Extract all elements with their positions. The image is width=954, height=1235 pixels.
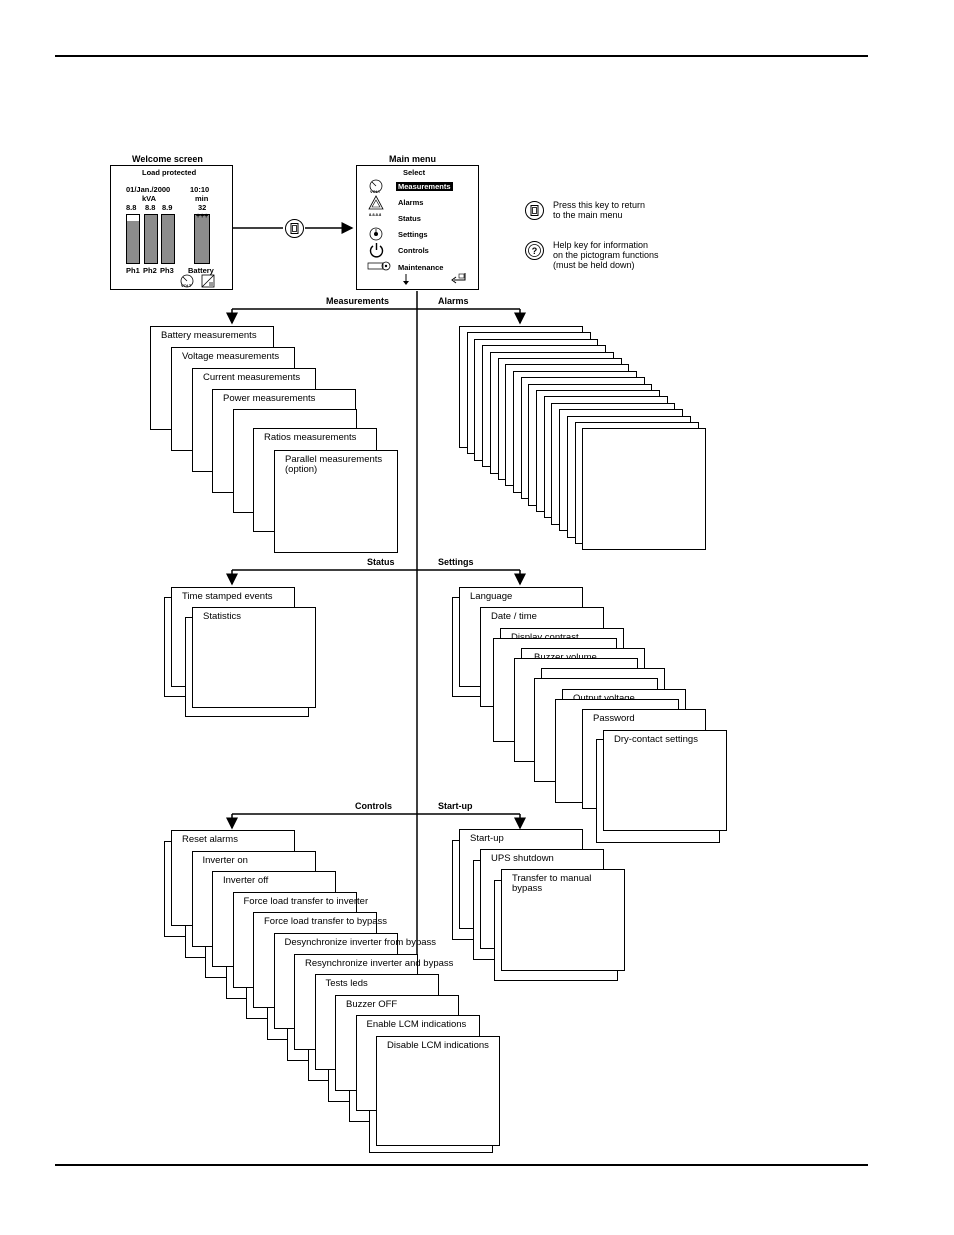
help-key-icon: ? bbox=[525, 241, 544, 260]
menu-item-status[interactable]: Status bbox=[398, 214, 421, 223]
card-label: UPS shutdown bbox=[491, 853, 554, 864]
help-key-legend: Help key for information on the pictogra… bbox=[553, 240, 659, 270]
return-key-legend: Press this key to return to the main men… bbox=[553, 200, 646, 220]
return-key-icon bbox=[285, 219, 304, 238]
branch-startup: Start-up bbox=[438, 801, 473, 811]
card-label: Date / time bbox=[491, 611, 537, 622]
welcome-screen: Load protected 01/Jan./2000 10:10 kVA mi… bbox=[110, 165, 233, 290]
ph3-label: Ph3 bbox=[160, 266, 174, 275]
card-label: Resynchronize inverter and bypass bbox=[305, 957, 454, 969]
card-label: Desynchronize inverter from bypass bbox=[284, 937, 437, 948]
main-menu-title: Main menu bbox=[389, 154, 437, 164]
card-transfer-to-manual-bypass[interactable]: Transfer to manual bypass bbox=[501, 869, 625, 971]
battery-label: Battery bbox=[188, 266, 214, 275]
enter-key-icon bbox=[451, 273, 466, 284]
welcome-status: Load protected bbox=[142, 168, 197, 177]
card-label: Start-up bbox=[470, 833, 504, 844]
battery-bar: +++ bbox=[194, 213, 210, 264]
card-label: Buzzer OFF bbox=[346, 998, 398, 1010]
ph1-value: 8.8 bbox=[126, 203, 137, 212]
card-label: Inverter off bbox=[223, 875, 269, 887]
welcome-kva: kVA bbox=[142, 194, 157, 203]
menu-item-measurements[interactable]: Measurements bbox=[396, 182, 453, 191]
ph3-value: 8.9 bbox=[162, 203, 173, 212]
down-arrow-icon bbox=[403, 274, 409, 285]
branch-controls: Controls bbox=[355, 801, 392, 811]
ph2-bar bbox=[144, 214, 158, 264]
ph3-bar bbox=[161, 214, 175, 264]
card-label: Disable LCM indications bbox=[387, 1040, 489, 1051]
welcome-min: min bbox=[195, 194, 209, 203]
card-label: Inverter on bbox=[202, 854, 248, 866]
ph2-value: 8.8 bbox=[145, 203, 156, 212]
voltmeter-icon bbox=[180, 274, 194, 288]
card-label: Force load transfer to bypass bbox=[264, 916, 388, 928]
card-label: Parallel measurements (option) bbox=[285, 454, 383, 475]
main-menu-select: Select bbox=[403, 168, 426, 177]
card-label: Display contrast bbox=[511, 633, 579, 643]
welcome-date: 01/Jan./2000 bbox=[126, 185, 171, 194]
card-statistics[interactable]: Statistics bbox=[192, 607, 316, 708]
card-label: Power measurements bbox=[223, 393, 316, 404]
card-label: Buzzer volume bbox=[534, 653, 597, 663]
menu-item-controls[interactable]: Controls bbox=[398, 246, 429, 255]
card-label: Time stamped events bbox=[182, 591, 273, 602]
battery-signs: +++ bbox=[196, 213, 209, 220]
menu-item-alarms[interactable]: Alarms bbox=[398, 198, 424, 207]
welcome-time: 10:10 bbox=[190, 185, 210, 194]
power-icon bbox=[369, 243, 384, 258]
alarm-triangle-icon bbox=[368, 195, 384, 210]
ph1-bar bbox=[126, 214, 140, 264]
welcome-volt: VOLT bbox=[181, 283, 192, 288]
card-dry-contact-settings[interactable]: Dry-contact settings bbox=[603, 730, 727, 831]
branch-status: Status bbox=[367, 557, 395, 567]
alarm-screen-front bbox=[582, 428, 707, 551]
card-label: Current measurements bbox=[203, 372, 301, 383]
battery-value: 32 bbox=[198, 203, 207, 212]
return-key-legend-icon bbox=[525, 201, 544, 220]
card-label: Reset alarms bbox=[182, 834, 238, 845]
card-label: Force load transfer to inverter bbox=[243, 895, 369, 907]
battery-gauge-icon bbox=[201, 274, 215, 288]
card-label: Statistics bbox=[203, 611, 242, 622]
card-label: Voltage measurements bbox=[182, 351, 280, 362]
card-label: Enable LCM indications bbox=[366, 1019, 467, 1031]
menu-item-settings[interactable]: Settings bbox=[398, 230, 428, 239]
settings-icon bbox=[369, 227, 383, 241]
card-label: Battery measurements bbox=[161, 330, 257, 341]
branch-measurements: Measurements bbox=[326, 296, 390, 306]
card-label: Password bbox=[593, 713, 635, 724]
card-label: Output voltage bbox=[573, 694, 635, 704]
welcome-title: Welcome screen bbox=[132, 154, 203, 164]
card-label: Transfer to manual bypass bbox=[512, 873, 592, 894]
ph2-label: Ph2 bbox=[143, 266, 157, 275]
card-label: Dry-contact settings bbox=[614, 734, 698, 745]
menu-volt: VOLT bbox=[370, 189, 381, 194]
svg-text:?: ? bbox=[532, 246, 538, 256]
card-label: Ratios measurements bbox=[264, 432, 357, 443]
top-rule bbox=[55, 55, 868, 57]
status-icon: 8.8.8.8 bbox=[369, 212, 382, 217]
card-label: Language bbox=[470, 591, 513, 602]
control-card[interactable]: Disable LCM indications bbox=[376, 1036, 500, 1146]
menu-item-maintenance[interactable]: Maintenance bbox=[398, 263, 444, 272]
main-menu-screen: Select VOLT Measurements Alarms 8.8.8.8 … bbox=[356, 165, 479, 290]
branch-settings: Settings bbox=[438, 557, 474, 567]
ph1-label: Ph1 bbox=[126, 266, 140, 275]
bottom-rule bbox=[55, 1164, 868, 1166]
branch-alarms: Alarms bbox=[438, 296, 469, 306]
card-parallel-measurements[interactable]: Parallel measurements (option) bbox=[274, 450, 398, 553]
measurements-icon bbox=[369, 179, 383, 193]
card-label: Tests leds bbox=[325, 978, 368, 990]
maintenance-key-icon bbox=[367, 261, 391, 271]
